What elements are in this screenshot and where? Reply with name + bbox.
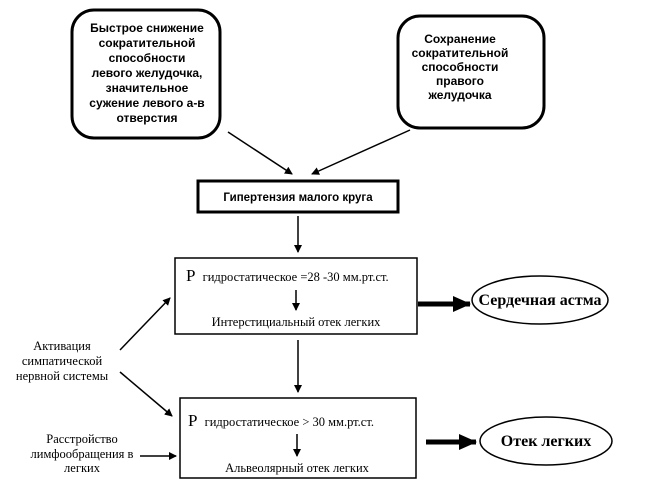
arrow-right-to-hypertension: [311, 129, 411, 175]
top-left-line-5: значительное: [106, 81, 189, 95]
cardiac-asthma-oval: Сердечная астма: [471, 275, 609, 325]
lymph-line-2: лимфообращения в: [31, 447, 134, 461]
top-left-line-7: отверстия: [116, 111, 177, 125]
top-right-line-5: желудочка: [427, 88, 491, 102]
pulmonary-edema-label: Отек легких: [501, 433, 591, 450]
bottom-pressure-symbol: Р: [188, 411, 197, 430]
top-left-line-3: способности: [109, 51, 186, 65]
lymph-line-3: легких: [64, 461, 101, 475]
top-left-line-6: сужение левого а-в: [89, 96, 204, 110]
middle-pressure-box: Р гидростатическое =28 -30 мм.рт.ст. Инт…: [174, 257, 418, 335]
top-left-cause-box: Быстрое снижение сократительной способно…: [70, 8, 222, 140]
cardiac-asthma-label: Сердечная астма: [479, 292, 602, 309]
sympathetic-line-1: Активация: [33, 339, 91, 353]
arrow-sympathetic-to-bottom: [119, 371, 173, 417]
top-left-line-1: Быстрое снижение: [90, 21, 204, 35]
top-left-line-4: левого желудочка,: [92, 66, 203, 80]
top-right-line-2: сократительной: [412, 46, 509, 60]
hypertension-box: Гипертензия малого круга: [196, 179, 400, 214]
top-right-cause-box: Сохранение сократительной способности пр…: [396, 14, 546, 130]
top-right-line-3: способности: [422, 60, 499, 74]
top-right-line-4: правого: [436, 74, 484, 88]
middle-pressure-line: Р гидростатическое =28 -30 мм.рт.ст.: [186, 266, 389, 285]
bottom-result: Альвеолярный отек легких: [225, 461, 370, 475]
lymph-disorder: Расстройство лимфообращения в легких: [31, 432, 134, 475]
hypertension-label: Гипертензия малого круга: [223, 192, 373, 204]
bottom-pressure-text: гидростатическое > 30 мм.рт.ст.: [205, 415, 374, 429]
sympathetic-activation: Активация симпатической нервной системы: [16, 339, 109, 383]
bottom-pressure-line: Р гидростатическое > 30 мм.рт.ст.: [188, 411, 374, 430]
bottom-pressure-box: Р гидростатическое > 30 мм.рт.ст. Альвео…: [179, 397, 417, 479]
middle-pressure-text: гидростатическое =28 -30 мм.рт.ст.: [203, 270, 389, 284]
pulmonary-edema-oval: Отек легких: [479, 416, 613, 466]
middle-pressure-symbol: Р: [186, 266, 195, 285]
arrow-left-to-hypertension: [227, 131, 293, 175]
middle-result: Интерстициальный отек легких: [212, 315, 382, 329]
sympathetic-line-2: симпатической: [22, 354, 103, 368]
sympathetic-line-3: нервной системы: [16, 369, 109, 383]
top-right-line-1: Сохранение: [424, 32, 496, 46]
arrow-sympathetic-to-middle: [119, 297, 171, 351]
top-left-line-2: сократительной: [99, 36, 196, 50]
lymph-line-1: Расстройство: [46, 432, 117, 446]
